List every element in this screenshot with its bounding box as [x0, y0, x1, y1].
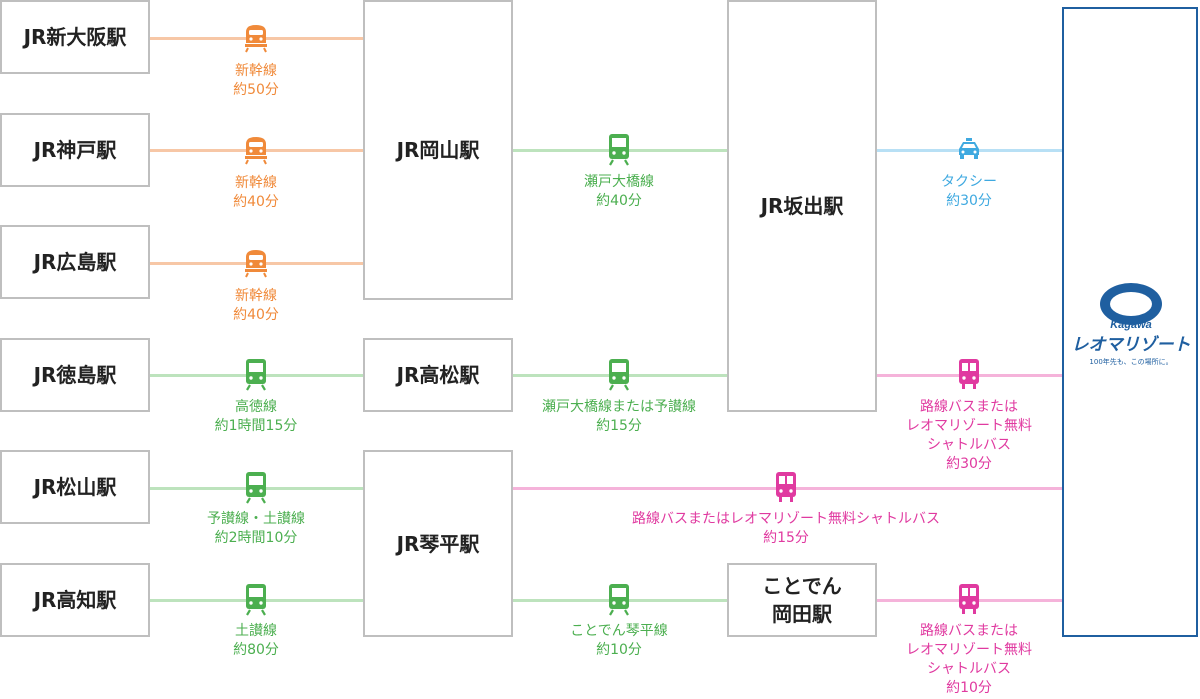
route-line-name: 新幹線 [235, 175, 277, 191]
route-label-okada-resort-bus: 路線バスまたは レオマリゾート無料 シャトルバス 約10分 [799, 622, 1139, 698]
route-line-name: タクシー [941, 174, 997, 190]
route-label-matsuyama-kotohira: 予讃線・土讃線 約2時間10分 [86, 510, 426, 548]
station-hiroshima: JR広島駅 [0, 225, 150, 299]
station-matsuyama-label: JR松山駅 [33, 475, 117, 499]
station-shin-osaka: JR新大阪駅 [0, 0, 150, 74]
route-line-name: 予讃線・土讃線 [207, 511, 305, 527]
station-okada-line2: 岡田駅 [772, 602, 832, 626]
station-takamatsu-label: JR高松駅 [396, 363, 480, 387]
station-kochi-label: JR高知駅 [33, 588, 117, 612]
route-line-name: 新幹線 [235, 63, 277, 79]
route-duration: 約40分 [596, 193, 642, 209]
route-label-kochi-kotohira: 土讃線 約80分 [86, 622, 426, 660]
route-line-name: 瀬戸大橋線または予讃線 [542, 399, 696, 415]
station-okada-line1: ことでん [762, 574, 842, 598]
train-icon [606, 132, 632, 166]
route-label-kobe-okayama: 新幹線 約40分 [86, 174, 426, 212]
route-label-sakaide-resort-taxi: タクシー 約30分 [799, 173, 1139, 211]
station-sakaide: JR坂出駅 [727, 0, 877, 412]
route-line-name: レオマリゾート無料 [906, 418, 1032, 434]
route-label-kotohira-okada: ことでん琴平線 約10分 [449, 622, 789, 660]
route-line-name: レオマリゾート無料 [906, 642, 1032, 658]
route-duration: 約80分 [233, 642, 279, 658]
route-duration: 約50分 [233, 82, 279, 98]
station-kotohira: JR琴平駅 [363, 450, 513, 637]
station-sakaide-label: JR坂出駅 [760, 194, 844, 218]
route-label-sakaide-resort-bus: 路線バスまたは レオマリゾート無料 シャトルバス 約30分 [799, 398, 1139, 474]
route-line-name: シャトルバス [927, 437, 1011, 453]
shinkansen-icon [243, 246, 269, 280]
route-line-name: 路線バスまたはレオマリゾート無料シャトルバス [632, 511, 940, 527]
route-duration: 約40分 [233, 194, 279, 210]
station-okayama: JR岡山駅 [363, 0, 513, 300]
shinkansen-icon [243, 21, 269, 55]
station-kobe-label: JR神戸駅 [33, 138, 117, 162]
route-duration: 約15分 [596, 418, 642, 434]
leomaresort-logo: Kagawa レオマリゾート 100年先も、この場所に。 [1064, 280, 1198, 380]
route-line-name: 土讃線 [235, 623, 277, 639]
route-label-kotohira-resort-bus: 路線バスまたはレオマリゾート無料シャトルバス 約15分 [576, 510, 996, 548]
station-takamatsu: JR高松駅 [363, 338, 513, 412]
logo-kagawa-text: Kagawa [1110, 319, 1152, 331]
logo-name-text: レオマリゾート [1072, 335, 1191, 355]
bus-icon [956, 582, 982, 616]
route-line-name: 高徳線 [235, 399, 277, 415]
route-line-name: ことでん琴平線 [570, 623, 668, 639]
route-line-name: 路線バスまたは [920, 399, 1018, 415]
train-icon [243, 470, 269, 504]
station-tokushima: JR徳島駅 [0, 338, 150, 412]
train-icon [606, 357, 632, 391]
route-label-takamatsu-sakaide: 瀬戸大橋線または予讃線 約15分 [449, 398, 789, 436]
station-shin-osaka-label: JR新大阪駅 [23, 25, 127, 49]
taxi-icon [956, 133, 982, 167]
station-kobe: JR神戸駅 [0, 113, 150, 187]
train-icon [243, 582, 269, 616]
station-hiroshima-label: JR広島駅 [33, 250, 117, 274]
station-kotoden-okada: ことでん 岡田駅 [727, 563, 877, 637]
logo-tagline-text: 100年先も、この場所に。 [1089, 357, 1172, 366]
route-duration: 約1時間15分 [214, 418, 298, 434]
route-line-name: 瀬戸大橋線 [584, 174, 654, 190]
shinkansen-icon [243, 133, 269, 167]
route-label-osaka-okayama: 新幹線 約50分 [86, 62, 426, 100]
station-tokushima-label: JR徳島駅 [33, 363, 117, 387]
station-kotohira-label: JR琴平駅 [396, 531, 480, 556]
route-label-okayama-sakaide: 瀬戸大橋線 約40分 [449, 173, 789, 211]
route-duration: 約30分 [946, 193, 992, 209]
route-duration: 約40分 [233, 307, 279, 323]
bus-icon [956, 357, 982, 391]
station-okayama-label: JR岡山駅 [396, 138, 480, 162]
bus-icon [773, 470, 799, 504]
route-line-name: 新幹線 [235, 288, 277, 304]
route-duration: 約30分 [946, 456, 992, 472]
route-line-name: シャトルバス [927, 661, 1011, 677]
station-kochi: JR高知駅 [0, 563, 150, 637]
train-icon [606, 582, 632, 616]
route-label-hiroshima-okayama: 新幹線 約40分 [86, 287, 426, 325]
route-duration: 約10分 [946, 680, 992, 696]
route-duration: 約2時間10分 [214, 530, 298, 546]
route-line-name: 路線バスまたは [920, 623, 1018, 639]
route-label-tokushima-takamatsu: 高徳線 約1時間15分 [86, 398, 426, 436]
route-duration: 約10分 [596, 642, 642, 658]
station-matsuyama: JR松山駅 [0, 450, 150, 524]
train-icon [243, 357, 269, 391]
route-duration: 約15分 [763, 530, 809, 546]
